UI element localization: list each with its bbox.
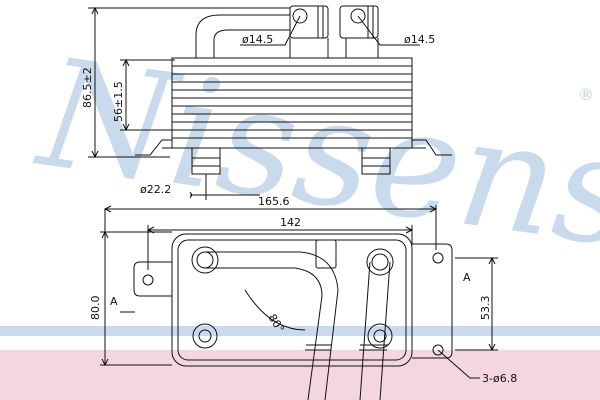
dim-mount-holes: 3-ø6.8 <box>482 372 517 385</box>
registered-mark: ® <box>578 85 594 104</box>
svg-text:Nissens: Nissens <box>28 26 600 282</box>
dim-overall-length: 165.6 <box>258 195 290 208</box>
pink-band <box>0 350 600 400</box>
dim-body-height: 56±1.5 <box>112 81 125 122</box>
dim-width: 80.0 <box>89 296 102 321</box>
side-view <box>88 5 452 200</box>
section-label-right: A <box>463 271 471 284</box>
section-label-left: A <box>110 295 118 308</box>
dim-total-height: 86.5±2 <box>81 67 94 108</box>
top-view <box>100 205 498 400</box>
dim-pipe-right-diameter: ø14.5 <box>404 33 435 46</box>
blue-band <box>0 326 600 336</box>
dim-port-spacing: 142 <box>280 216 301 229</box>
dim-pipe-left-diameter: ø14.5 <box>242 33 273 46</box>
dim-height-to-hole: 53.3 <box>479 296 492 321</box>
dim-port-diameter: ø22.2 <box>140 183 171 196</box>
brand-watermark: Nissens <box>28 26 600 282</box>
